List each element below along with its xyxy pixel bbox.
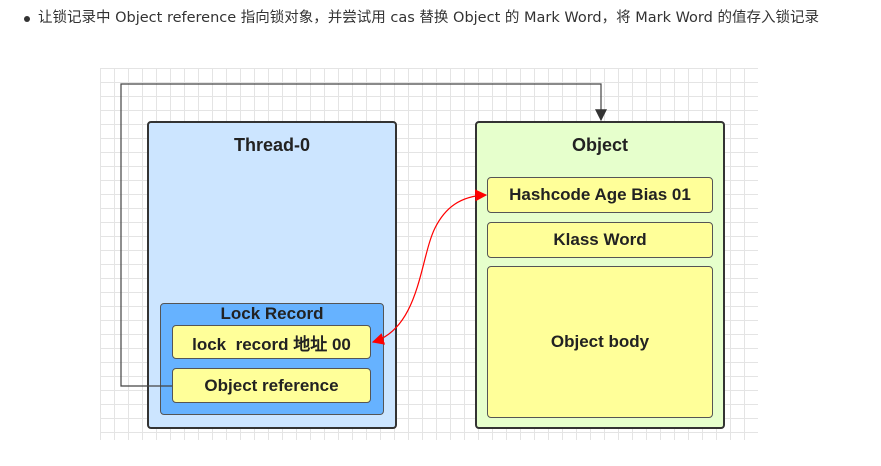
klass-word: Klass Word bbox=[487, 222, 713, 258]
bullet-text: 让锁记录中 Object reference 指向锁对象，并尝试用 cas 替换… bbox=[24, 6, 858, 30]
diagram: Thread-0 Lock Record lock record 地址 00 O… bbox=[100, 68, 758, 440]
object-reference: Object reference bbox=[172, 368, 371, 403]
thread-title: Thread-0 bbox=[233, 135, 311, 155]
connectors bbox=[120, 83, 607, 387]
object-title: Object bbox=[571, 135, 628, 155]
cas-swap-arrow bbox=[371, 189, 488, 345]
lock-record-title: Lock Record bbox=[220, 304, 324, 323]
reference-arrow bbox=[120, 83, 607, 387]
mark-word: Hashcode Age Bias 01 bbox=[487, 177, 713, 213]
lock-record-address: lock record 地址 00 bbox=[172, 325, 371, 359]
object-body: Object body bbox=[487, 266, 713, 418]
bullet-icon bbox=[24, 16, 30, 22]
description-text: 让锁记录中 Object reference 指向锁对象，并尝试用 cas 替换… bbox=[38, 10, 819, 26]
